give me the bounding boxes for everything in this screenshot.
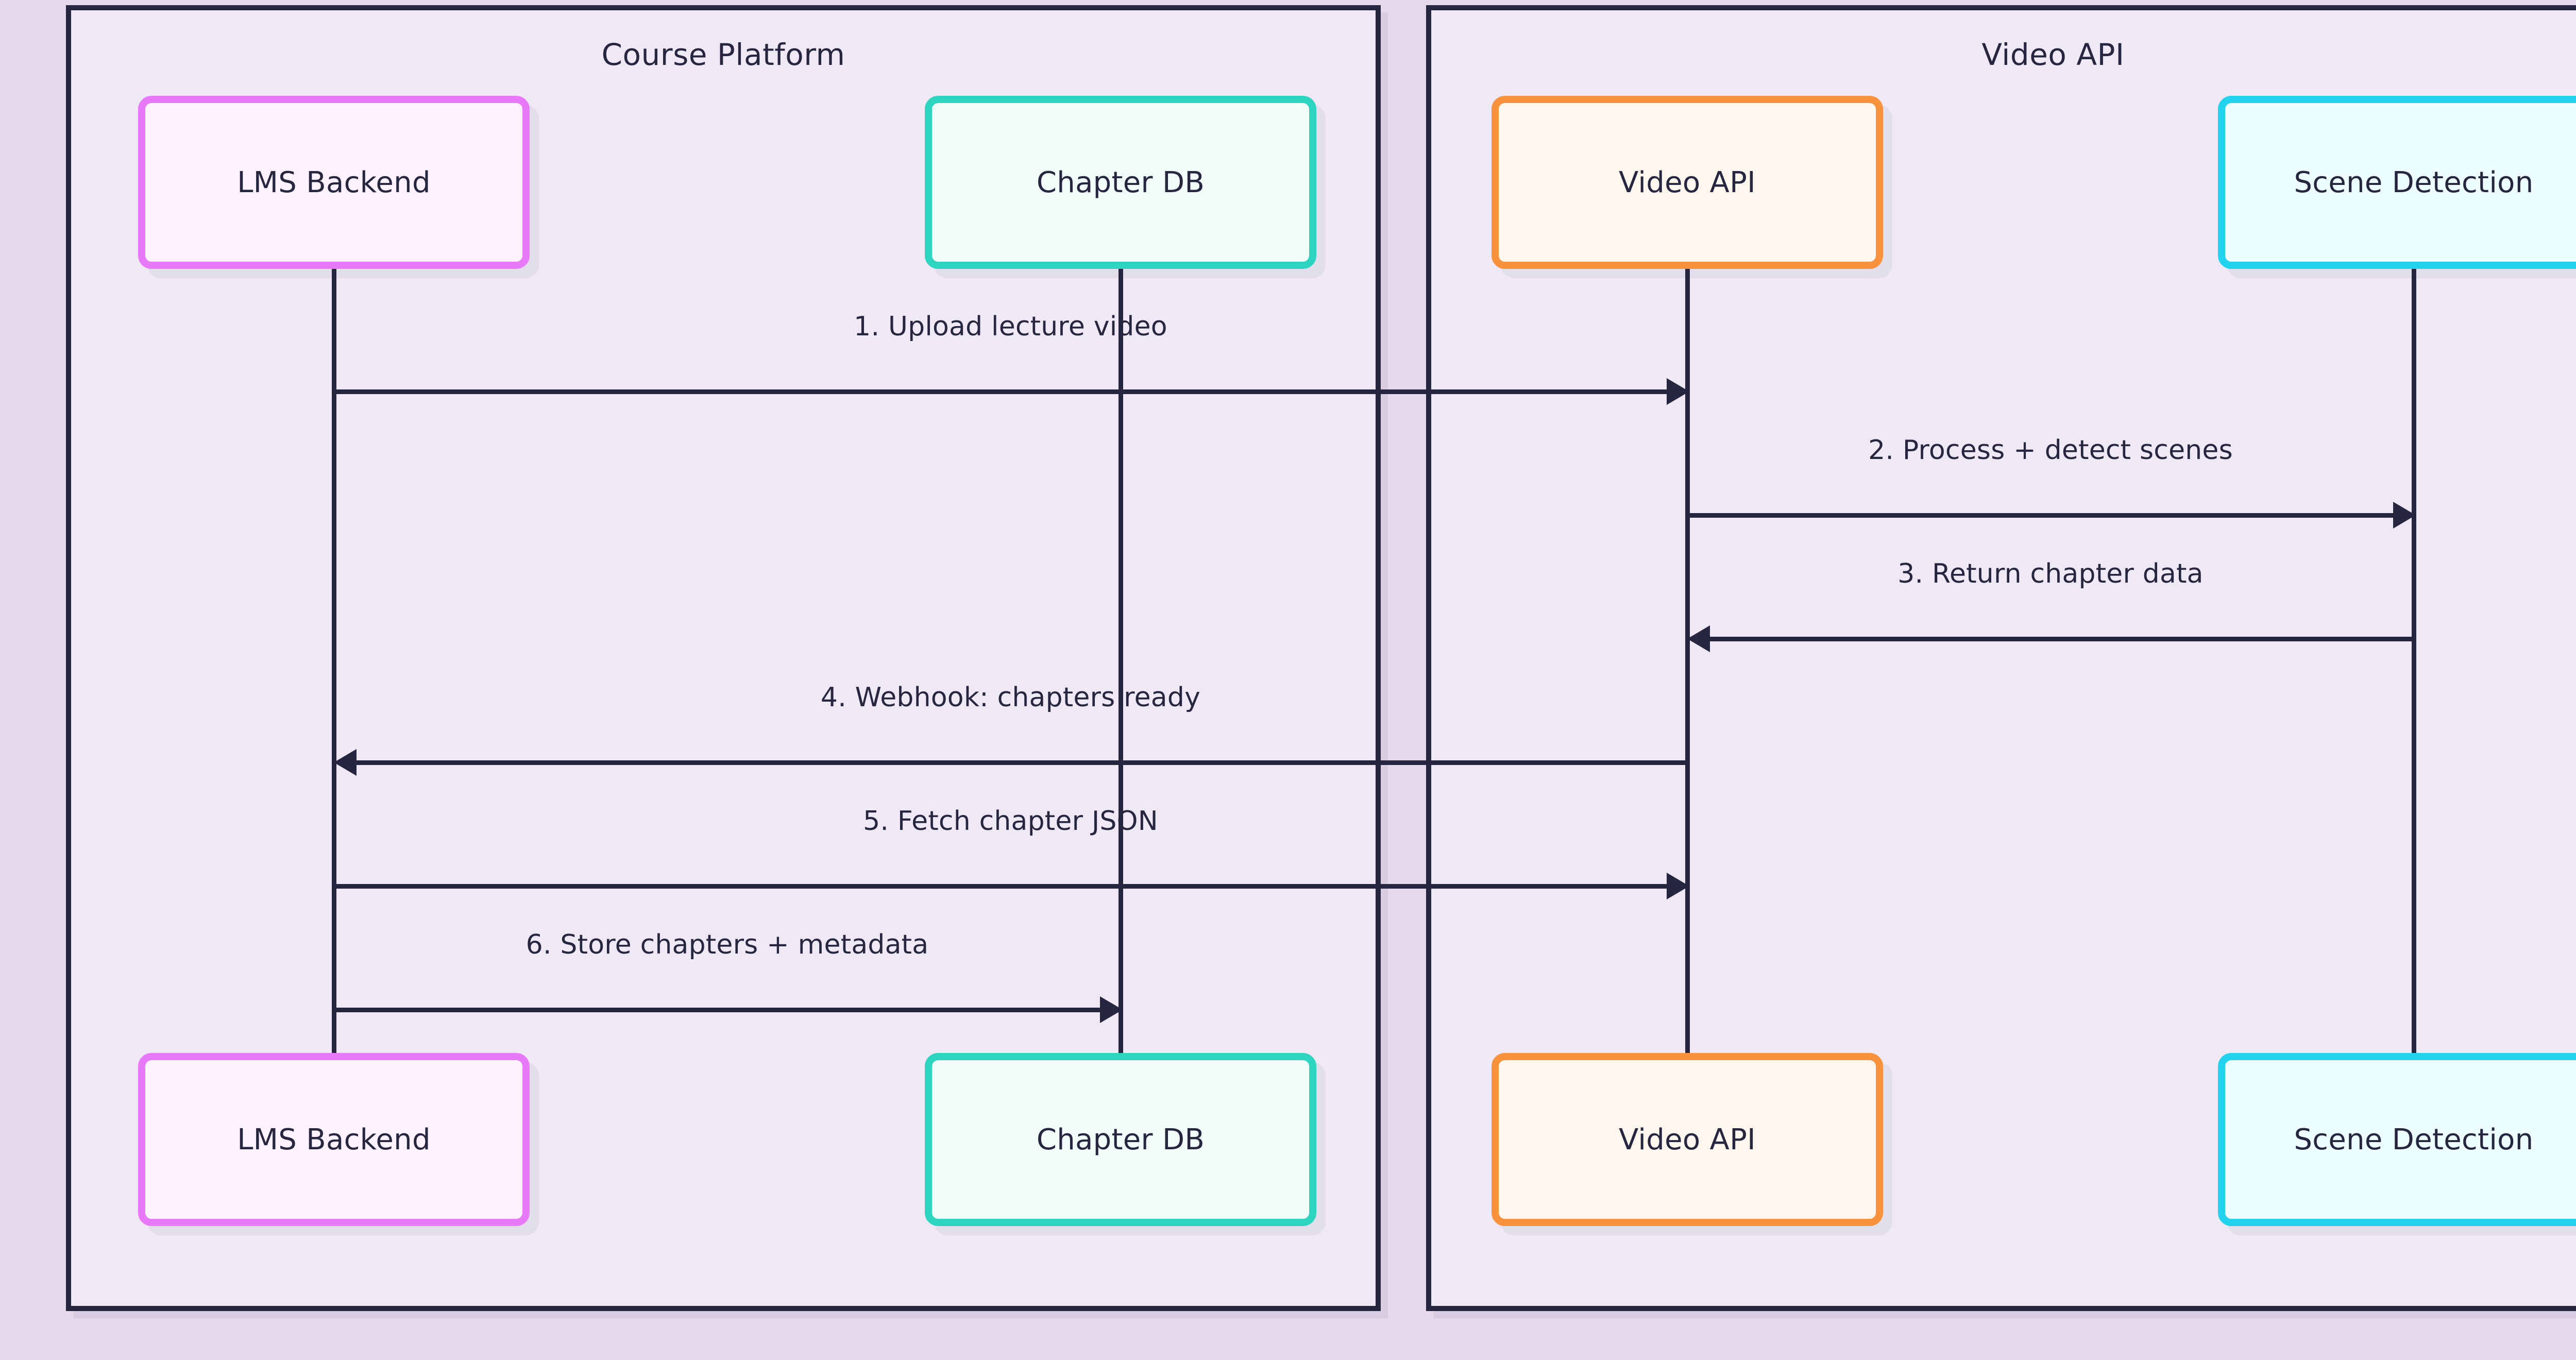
lifeline-video-api xyxy=(1685,262,1690,1060)
message-line-4 xyxy=(354,760,1687,765)
arrowhead-2 xyxy=(2393,502,2416,529)
participant-label-video-api: Video API xyxy=(1619,165,1756,199)
participant-footer-lms-backend[interactable]: LMS Backend xyxy=(138,1053,530,1226)
participant-scene-detection[interactable]: Scene Detection xyxy=(2218,96,2576,269)
participant-chapter-db[interactable]: Chapter DB xyxy=(925,96,1316,269)
message-line-5 xyxy=(334,884,1667,889)
arrowhead-1 xyxy=(1667,378,1689,405)
participant-lms-backend[interactable]: LMS Backend xyxy=(138,96,530,269)
group-label-course-platform: Course Platform xyxy=(601,37,845,72)
message-label-4: 4. Webhook: chapters ready xyxy=(820,682,1201,713)
message-line-3 xyxy=(1708,637,2414,641)
participant-label-lms-backend: LMS Backend xyxy=(237,165,431,199)
participant-label-chapter-db: Chapter DB xyxy=(1036,165,1205,199)
arrowhead-3 xyxy=(1687,625,1710,652)
arrowhead-4 xyxy=(334,749,357,776)
participant-footer-label-lms-backend: LMS Backend xyxy=(237,1123,431,1157)
message-label-1: 1. Upload lecture video xyxy=(854,311,1167,342)
participant-footer-label-video-api: Video API xyxy=(1619,1123,1756,1157)
message-line-2 xyxy=(1687,513,2393,518)
participant-footer-label-scene-detection: Scene Detection xyxy=(2294,1123,2534,1157)
message-label-5: 5. Fetch chapter JSON xyxy=(863,806,1158,837)
participant-footer-scene-detection[interactable]: Scene Detection xyxy=(2218,1053,2576,1226)
message-label-3: 3. Return chapter data xyxy=(1897,558,2204,589)
lifeline-chapter-db xyxy=(1118,262,1123,1060)
participant-footer-video-api[interactable]: Video API xyxy=(1492,1053,1883,1226)
participant-video-api[interactable]: Video API xyxy=(1492,96,1883,269)
arrowhead-6 xyxy=(1100,996,1123,1023)
participant-footer-label-chapter-db: Chapter DB xyxy=(1036,1123,1205,1157)
lifeline-scene-detection xyxy=(2412,262,2416,1060)
participant-label-scene-detection: Scene Detection xyxy=(2294,165,2534,199)
message-label-2: 2. Process + detect scenes xyxy=(1868,435,2233,466)
lifeline-lms-backend xyxy=(332,262,336,1060)
group-label-video-api: Video API xyxy=(1981,37,2125,72)
arrowhead-5 xyxy=(1667,873,1689,899)
participant-footer-chapter-db[interactable]: Chapter DB xyxy=(925,1053,1316,1226)
message-line-6 xyxy=(334,1008,1100,1012)
message-line-1 xyxy=(334,389,1667,394)
message-label-6: 6. Store chapters + metadata xyxy=(526,929,929,960)
